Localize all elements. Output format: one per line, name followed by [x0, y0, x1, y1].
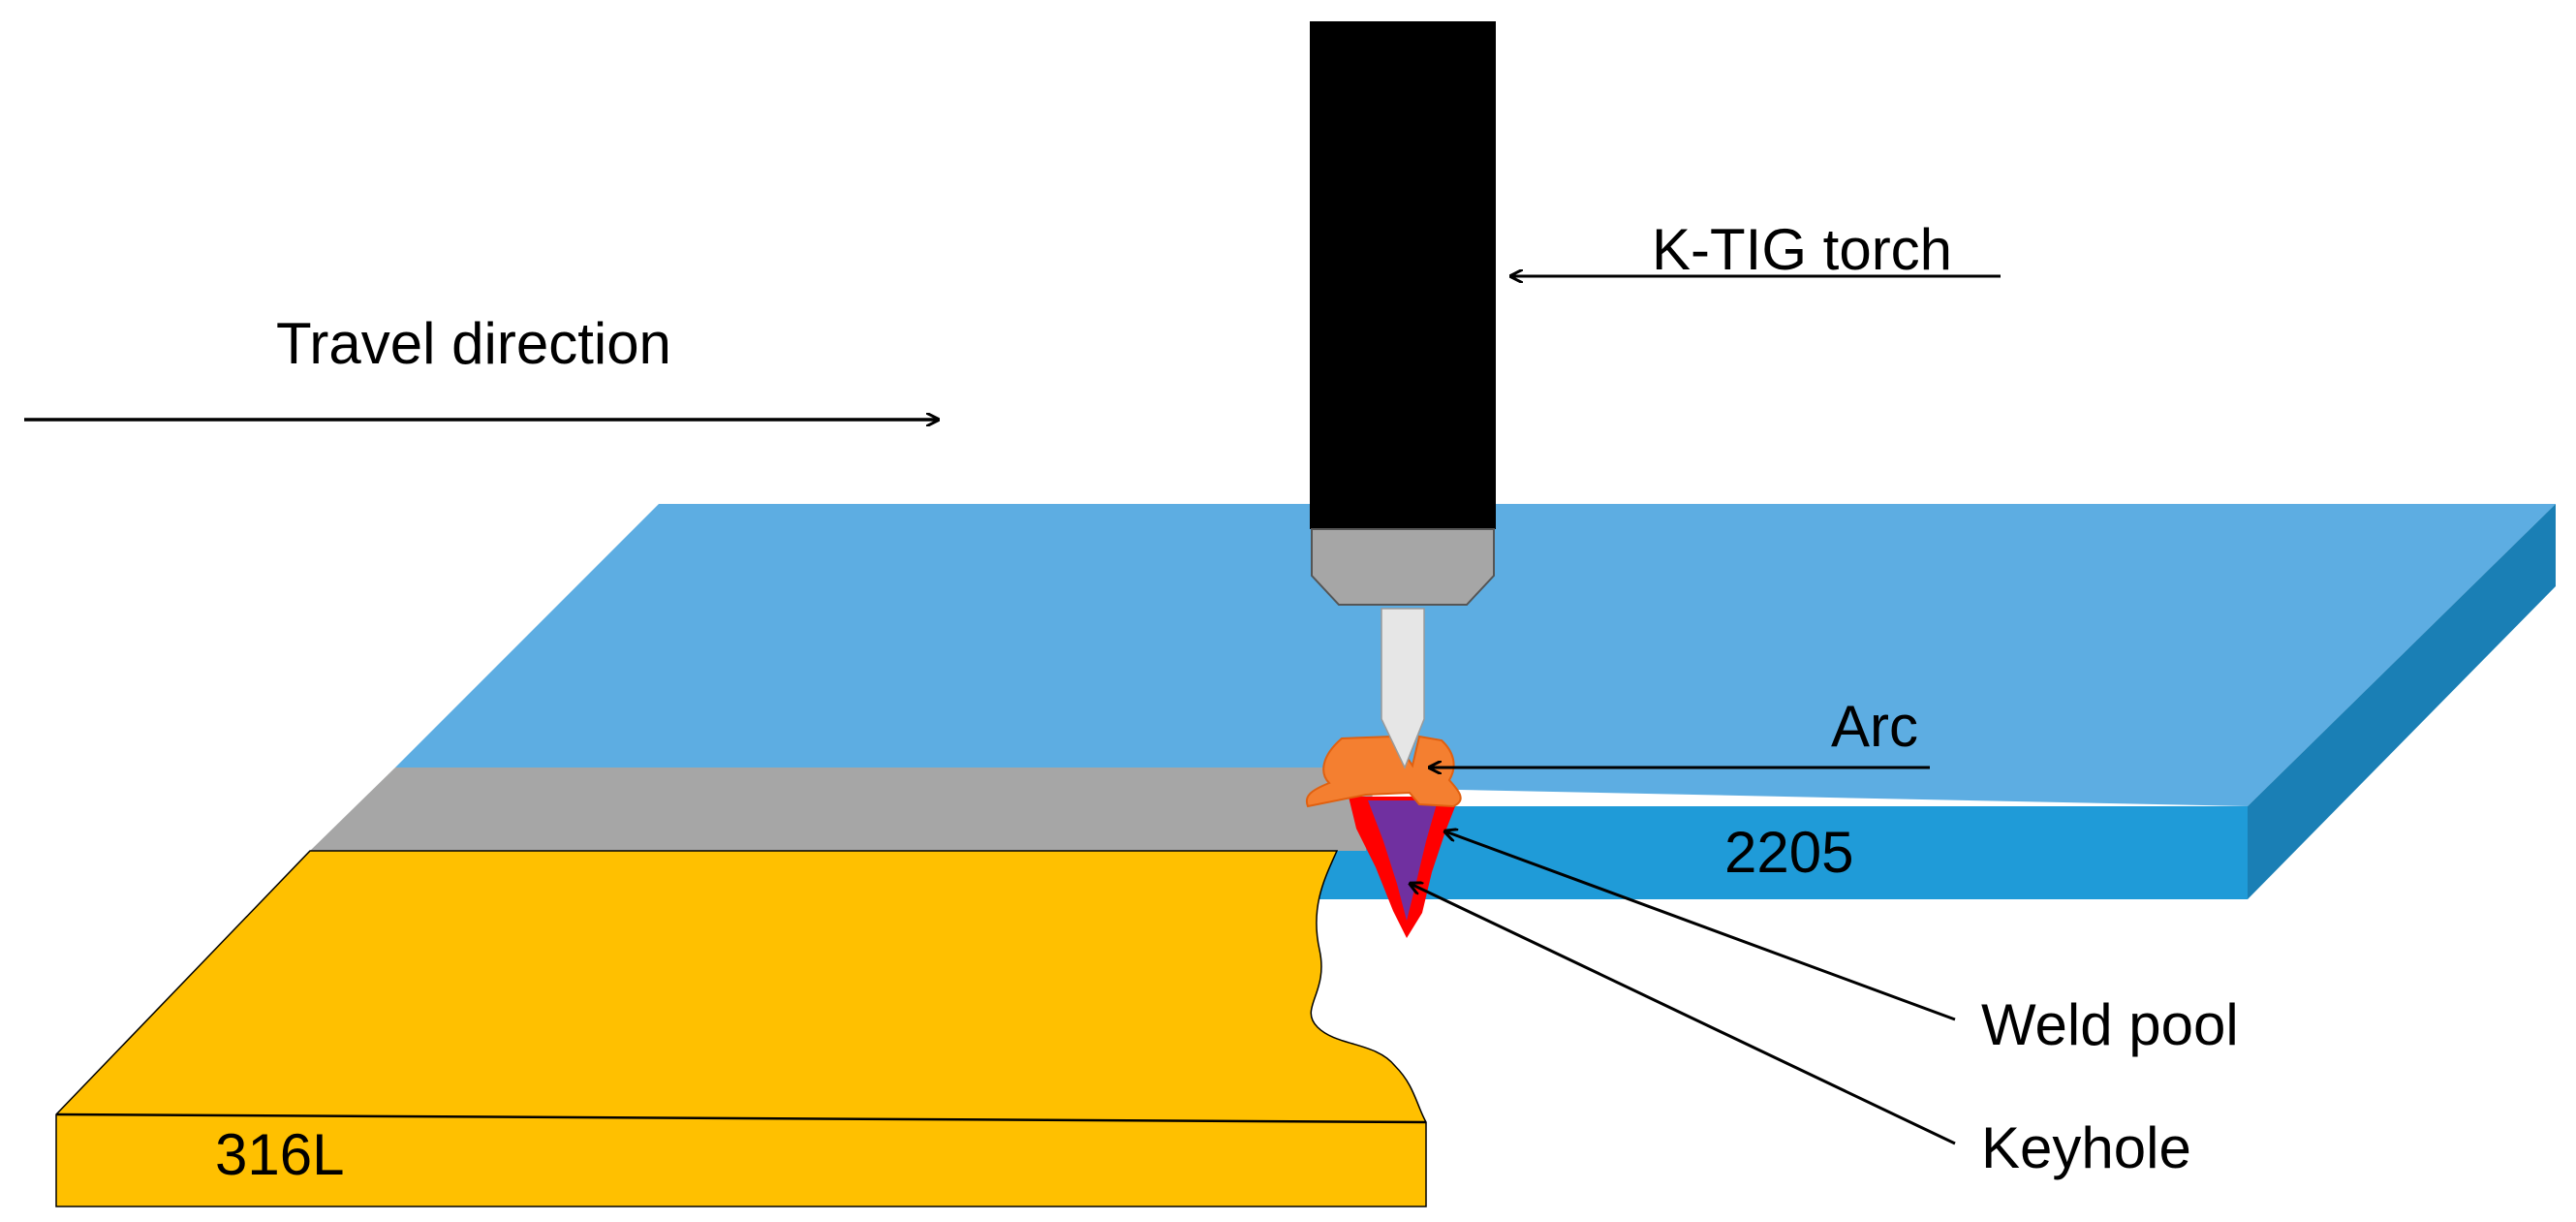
arc: [1305, 735, 1462, 808]
arc-label: Arc: [1831, 694, 1918, 759]
plate-2205-label: 2205: [1724, 820, 1853, 885]
plate-316L-label: 316L: [215, 1122, 344, 1187]
plate-316L-outline: [55, 850, 1427, 1207]
weld-pool-leader: [1445, 831, 1956, 1021]
plate-2205-right-side: [2248, 504, 2556, 899]
torch-body: [1310, 21, 1496, 529]
plate-2205-front-face: [1298, 806, 2248, 899]
travel-direction-label: Travel direction: [276, 311, 671, 376]
keyhole-label: Keyhole: [1981, 1115, 2191, 1180]
weld-seam: [310, 768, 1376, 851]
keyhole: [1368, 800, 1438, 921]
weld-pool-label: Weld pool: [1981, 992, 2239, 1057]
plate-316L-front-edge: [55, 1112, 1427, 1124]
torch-nozzle: [1311, 528, 1495, 606]
torch-label: K-TIG torch: [1652, 217, 1952, 282]
tungsten-electrode: [1381, 608, 1425, 769]
plate-2205-top: [395, 504, 2556, 806]
keyhole-leader: [1411, 884, 1956, 1145]
